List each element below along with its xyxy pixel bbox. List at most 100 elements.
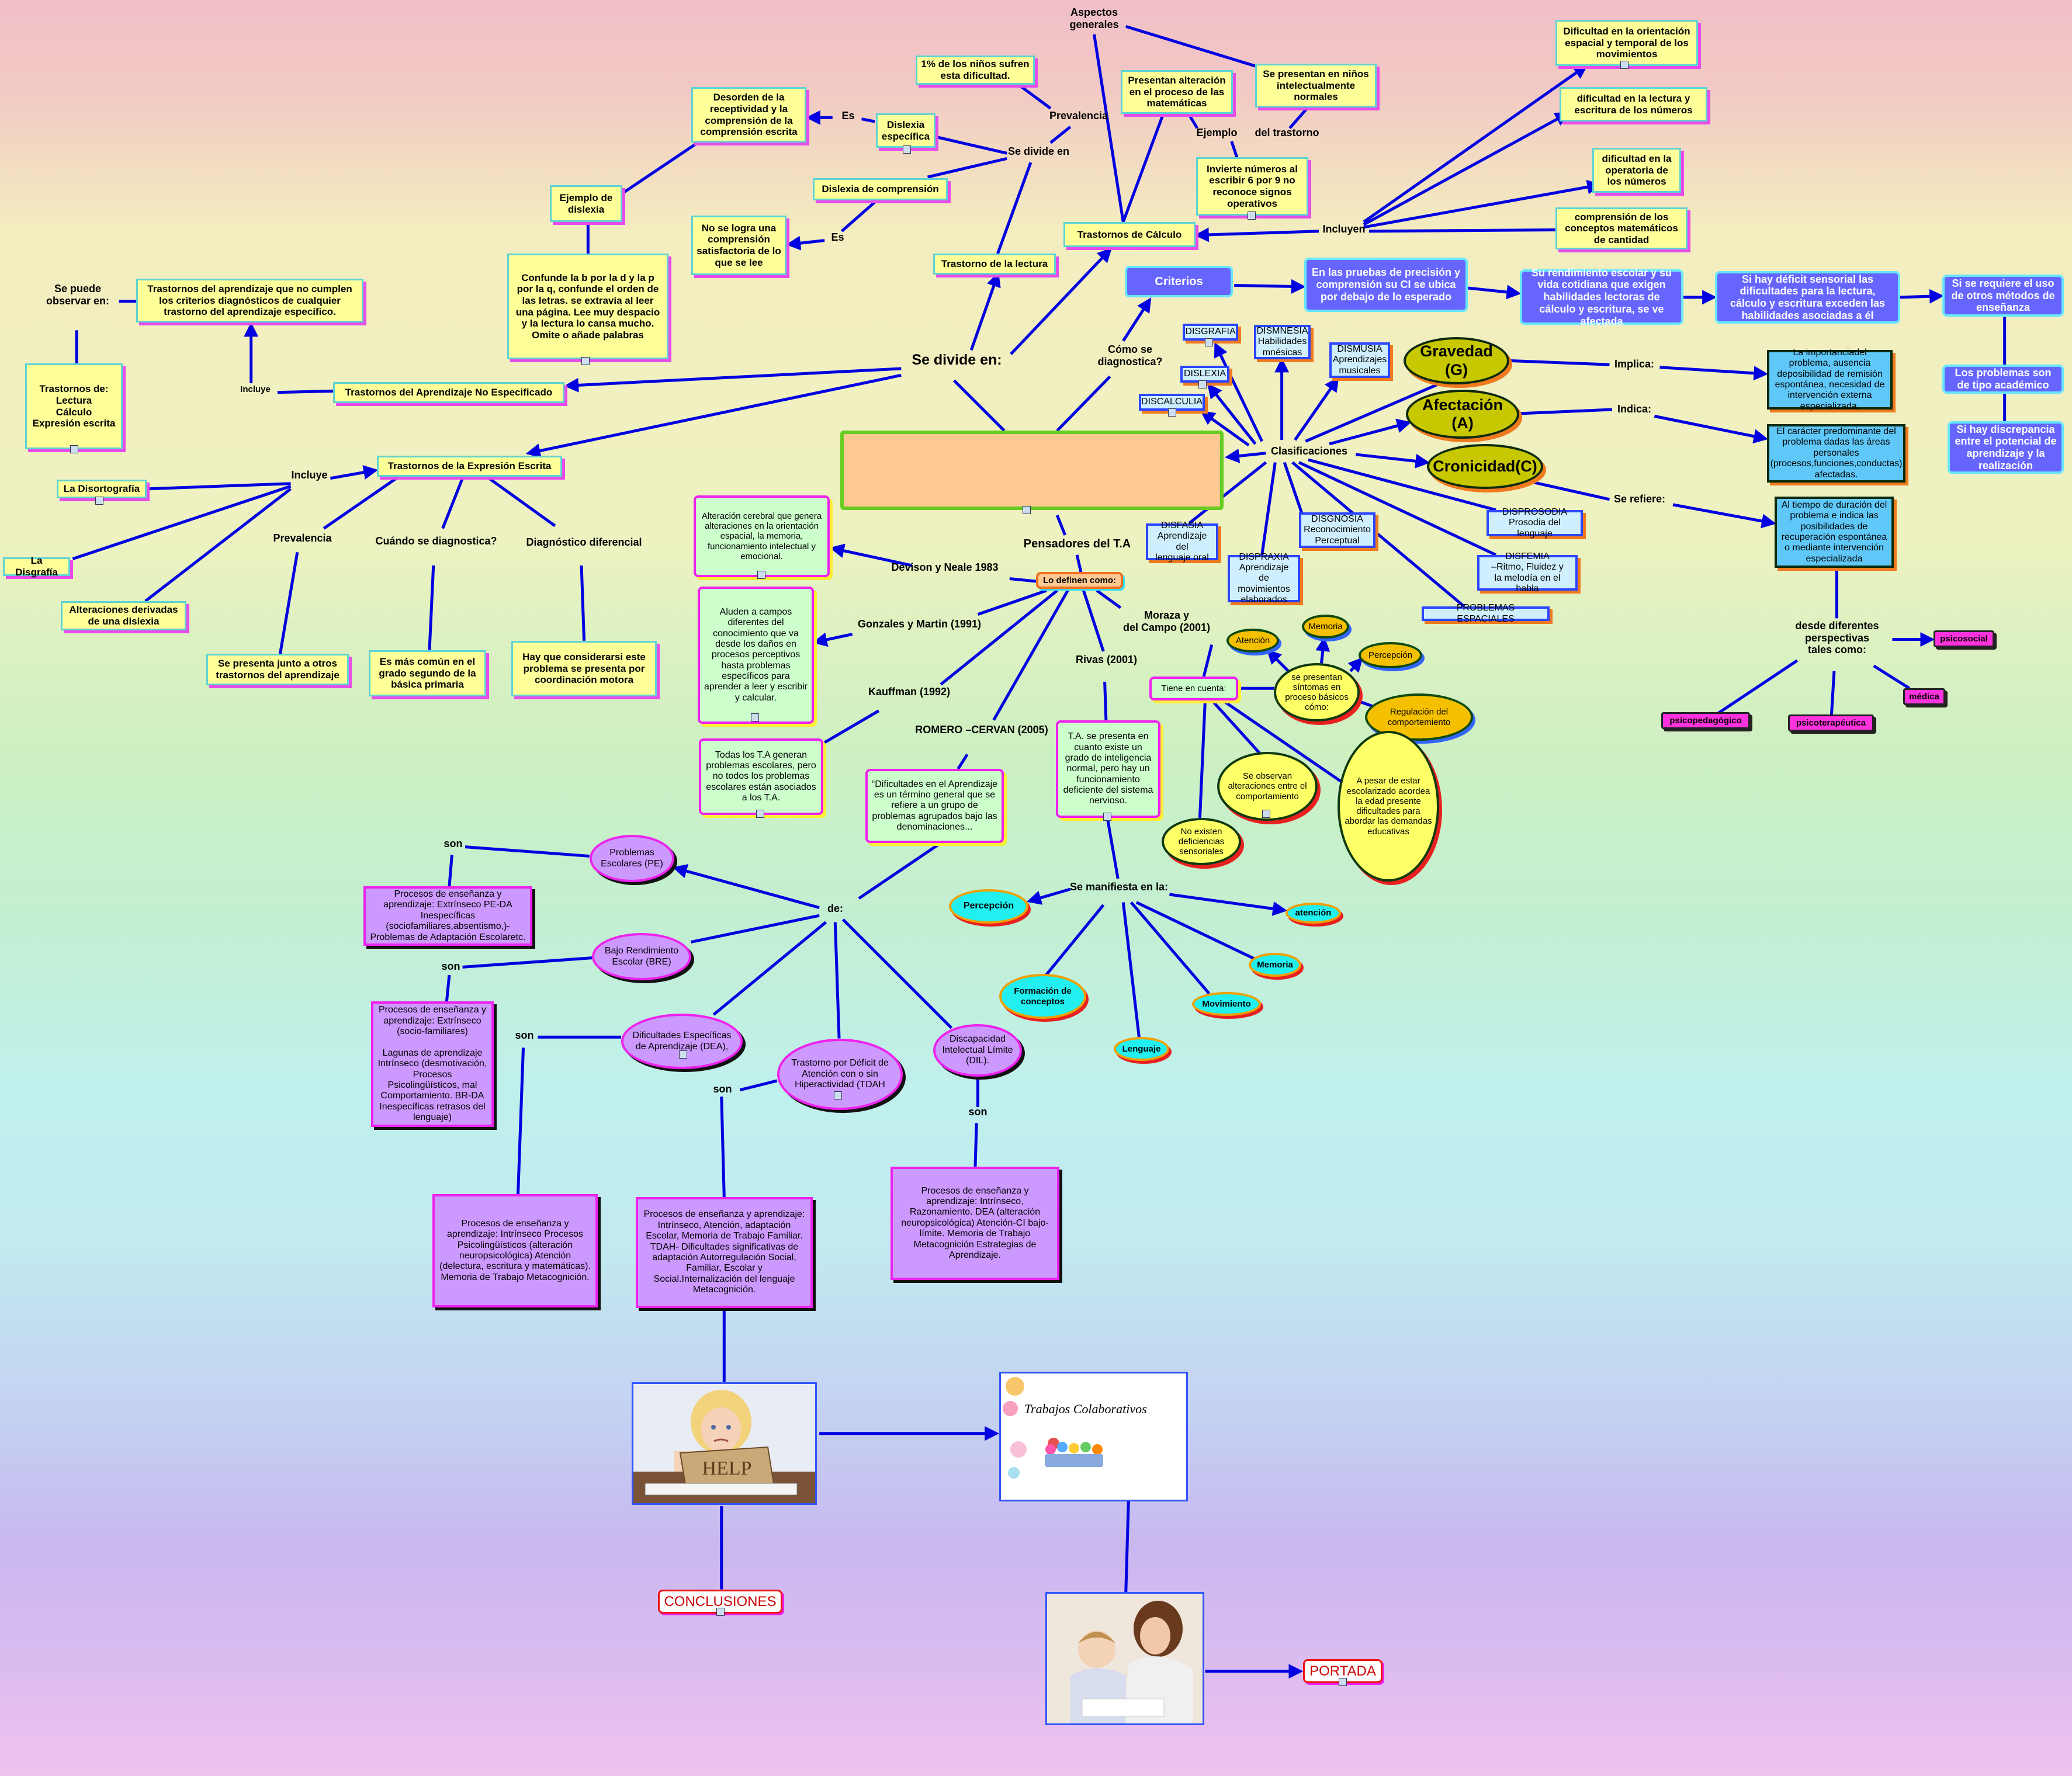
- kauffman-label: Kauffman (1992): [868, 686, 951, 698]
- line-connector: [1093, 34, 1125, 223]
- discrepancia-node: Si hay discrepancia entre el potencial d…: [1948, 421, 2064, 474]
- arrow-connector: [330, 465, 379, 480]
- line-connector: [992, 589, 1069, 721]
- se-refiere-label: Se refiere:: [1613, 493, 1666, 505]
- line-connector: [712, 921, 827, 1016]
- attachment-icon[interactable]: [1262, 810, 1270, 818]
- arrow-connector: [1234, 279, 1306, 294]
- dea-node: Dificultades Específicas de Aprendizaje …: [621, 1014, 743, 1069]
- attachment-icon[interactable]: [1248, 211, 1256, 220]
- psicosocial-node: psicosocial: [1934, 630, 1994, 647]
- percepcion-c-node: Percepción: [949, 889, 1028, 924]
- line-connector: [1509, 359, 1610, 366]
- trastornos-de-node: Trastornos de: Lectura Cálculo Expresión…: [25, 363, 123, 449]
- attachment-icon[interactable]: [756, 810, 764, 818]
- arrow-connector: [1363, 179, 1602, 229]
- arrow-connector: [672, 864, 820, 910]
- tdah-node: Trastorno por Déficit de Atención con o …: [777, 1039, 903, 1110]
- attachment-icon[interactable]: [1205, 338, 1213, 346]
- prob-espaciales-node: PROBLEMAS ESPACIALES: [1422, 603, 1550, 624]
- attachment-icon[interactable]: [1339, 1678, 1347, 1686]
- help-image[interactable]: HELP: [632, 1382, 817, 1505]
- dismnesia-node: DISMNESIA Habilidades mnésicas: [1254, 325, 1311, 359]
- collaborative-work-icon: [1003, 1377, 1103, 1479]
- procesos1-node: Procesos de enseñanza y aprendizaje: Ext…: [363, 886, 532, 946]
- attachment-icon[interactable]: [716, 1608, 725, 1616]
- t-calculo-node: Trastornos de Cálculo: [1063, 222, 1196, 247]
- attachment-icon[interactable]: [679, 1050, 687, 1059]
- comprension-node: comprensión de los conceptos matemáticos…: [1555, 207, 1688, 249]
- attachment-icon[interactable]: [1023, 506, 1031, 514]
- disfasia-node: DISFASIA Aprendizaje del lenguaje oral: [1146, 521, 1218, 563]
- arrow-connector: [969, 272, 1001, 351]
- attachment-icon[interactable]: [95, 497, 103, 505]
- disgnosia-node: DISGNOSIA Reconocimiento Perceptual: [1299, 512, 1375, 548]
- arrow-connector: [1026, 887, 1071, 905]
- line-connector: [1019, 84, 1052, 110]
- arrow-connector: [1200, 410, 1250, 447]
- line-connector: [323, 477, 397, 530]
- t-lectura-node: Trastorno de la lectura: [933, 254, 1056, 275]
- line-connector: [488, 477, 556, 528]
- dislexia-comp-node: Dislexia de comprensión: [813, 178, 948, 200]
- caracter-node: El carácter predominante del problema da…: [1767, 424, 1905, 483]
- criterios-node[interactable]: Criterios: [1125, 266, 1233, 297]
- line-connector: [957, 753, 969, 770]
- afectacion-node: Afectación (A): [1406, 390, 1519, 439]
- teacher-with-child-image[interactable]: [1045, 1592, 1204, 1725]
- collaborative-work-image[interactable]: Trabajos Colaborativos: [999, 1372, 1188, 1501]
- memoria-o-node: Memoria: [1302, 615, 1349, 639]
- line-connector: [72, 484, 292, 560]
- line-connector: [1188, 461, 1267, 525]
- attachment-icon[interactable]: [903, 145, 911, 154]
- no-especificado-node: Trastornos del Aprendizaje No Especifica…: [333, 382, 564, 403]
- line-connector: [973, 1123, 978, 1167]
- arrow-connector: [1363, 112, 1570, 226]
- arrow-connector: [1214, 342, 1263, 442]
- line-connector: [1873, 664, 1911, 690]
- procesos3-node: Procesos de enseñanza y aprendizaje: Int…: [432, 1194, 598, 1307]
- line-connector: [144, 487, 292, 602]
- line-connector: [1042, 904, 1105, 979]
- atencion-c-node: atención: [1286, 903, 1341, 924]
- line-connector: [1129, 901, 1211, 995]
- cuando-label: Cuándo se diagnostica?: [375, 535, 497, 547]
- attachment-icon[interactable]: [834, 1091, 842, 1099]
- line-connector: [1075, 554, 1083, 573]
- expresion-node: Trastornos de la Expresión Escrita: [377, 456, 562, 477]
- attachment-icon[interactable]: [1620, 61, 1629, 69]
- attachment-icon[interactable]: [70, 445, 78, 453]
- line-connector: [940, 589, 1058, 686]
- dispraxia-node: DISPRAXIA Aprendizaje de movimientos ela…: [1228, 552, 1300, 605]
- attachment-icon[interactable]: [757, 571, 765, 579]
- como-diag-label: Cómo se diagnostica?: [1097, 344, 1163, 367]
- problemas-pe-node: Problemas Escolares (PE): [590, 835, 674, 882]
- line-connector: [1082, 590, 1105, 652]
- attachment-icon[interactable]: [581, 357, 590, 365]
- dificultades-ap-node: “Dificultades en el Aprendizaje es un té…: [865, 769, 1004, 843]
- diag-dif-label: Diagnóstico diferencial: [526, 536, 642, 548]
- son3-label: son: [515, 1029, 534, 1041]
- se-divide-label: Se divide en:: [912, 352, 1002, 368]
- arrow-connector: [1122, 297, 1152, 342]
- arrow-connector: [1207, 383, 1257, 445]
- arrow-connector: [564, 367, 902, 393]
- line-connector: [927, 157, 1007, 179]
- attachment-icon[interactable]: [1198, 380, 1207, 388]
- implica-label: Implica:: [1614, 358, 1655, 370]
- es2-label: Es: [831, 231, 844, 243]
- attachment-icon[interactable]: [1168, 408, 1176, 417]
- ejemplo-dislexia-node: Ejemplo de dislexia: [550, 185, 622, 222]
- arrow-connector: [1468, 285, 1522, 300]
- attachment-icon[interactable]: [751, 713, 759, 722]
- line-connector: [148, 482, 291, 491]
- disgrafia-node: DISGRAFIA: [1183, 324, 1238, 341]
- line-connector: [833, 922, 841, 1039]
- attachment-icon[interactable]: [1103, 813, 1111, 821]
- medica-node: médica: [1903, 688, 1945, 705]
- dil-node: Discapacidad Intelectual Límite (DIL).: [933, 1024, 1022, 1077]
- help-sign-text: HELP: [702, 1458, 752, 1479]
- son2-label: son: [441, 960, 460, 972]
- psicoterapeutica-node: psicoterapéutica: [1788, 714, 1874, 731]
- arrow-connector: [1356, 453, 1430, 469]
